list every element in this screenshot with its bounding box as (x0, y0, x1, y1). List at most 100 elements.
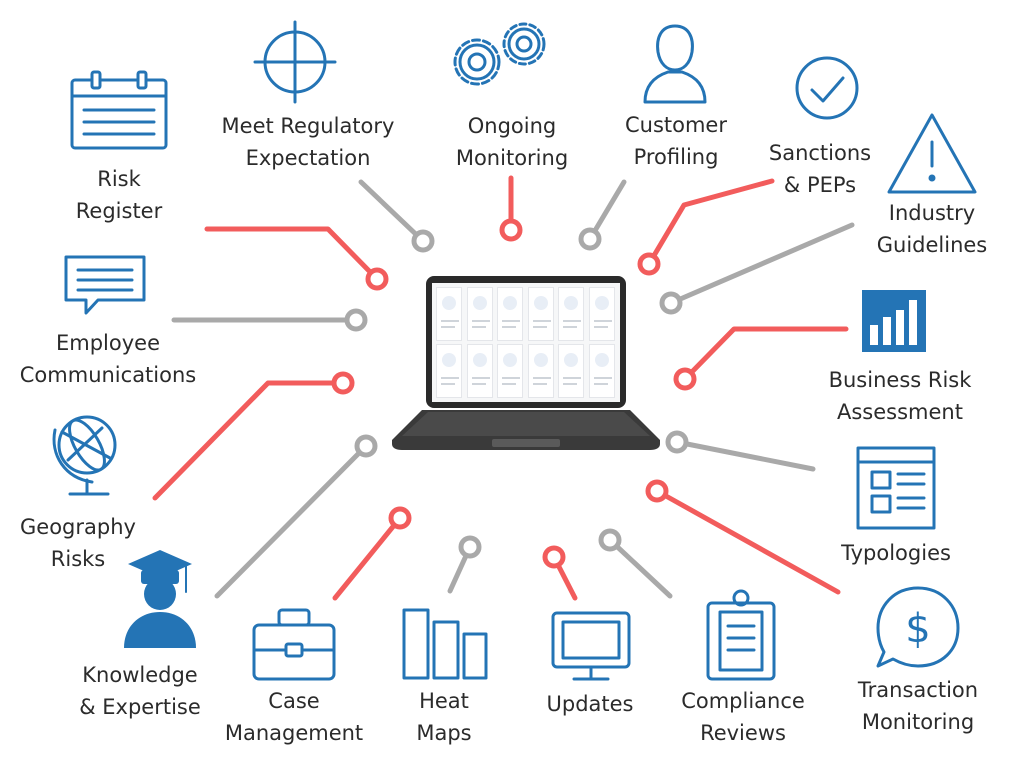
label-line: Compliance (681, 689, 805, 713)
connector-node (542, 545, 566, 569)
report-tile-caption (502, 320, 520, 322)
report-tile-caption (502, 383, 516, 385)
report-tile-caption (441, 383, 455, 385)
connector-line (332, 515, 403, 601)
connector-node (354, 434, 378, 458)
connector-line (646, 178, 775, 267)
report-tile (466, 344, 493, 398)
report-tile-icon (503, 296, 517, 310)
connector-compliance-reviews (598, 528, 673, 599)
label-compliance-reviews: Compliance Reviews (670, 685, 816, 749)
connector-line (607, 537, 673, 599)
user-icon (643, 24, 707, 104)
calendar-icon (70, 70, 168, 150)
connector-node (659, 291, 683, 315)
laptop-screen (426, 276, 626, 408)
connector-industry-guidelines (659, 222, 855, 315)
connector-node (665, 430, 689, 454)
label-line: Industry (888, 201, 976, 225)
connector-line (214, 443, 369, 599)
connector-line (668, 222, 855, 306)
connector-typologies (665, 430, 816, 472)
svg-text:$: $ (905, 606, 930, 652)
report-tile (527, 344, 554, 398)
report-tile-icon (472, 353, 487, 367)
report-tile (588, 344, 615, 398)
label-line: & Expertise (79, 695, 201, 719)
label-line: Profiling (633, 145, 719, 169)
label-geography-risks: Geography Risks (10, 511, 146, 575)
label-risk-register: Risk Register (64, 163, 174, 227)
laptop-base (392, 410, 660, 450)
briefcase-icon (252, 608, 336, 681)
connector-line (682, 326, 849, 382)
report-tile-caption (593, 377, 612, 379)
report-tile-caption (502, 377, 520, 379)
connector-node (637, 252, 661, 276)
label-line: Communications (19, 363, 197, 387)
globe-icon (52, 415, 117, 496)
label-line: Heat (419, 689, 469, 713)
report-grid (432, 283, 620, 402)
connector-case-management (332, 506, 412, 601)
report-tile (588, 287, 615, 341)
crosshair-icon (253, 20, 337, 104)
laptop-icon (392, 276, 660, 460)
label-line: Typologies (841, 541, 951, 565)
label-customer-profiling: Customer Profiling (612, 109, 740, 173)
connector-node (458, 535, 482, 559)
report-tile-icon (564, 353, 578, 367)
report-tile-icon (442, 353, 456, 367)
label-line: Sanctions (768, 141, 872, 165)
label-line: Assessment (837, 400, 963, 424)
label-line: Employee (55, 331, 160, 355)
connector-node (598, 528, 622, 552)
label-line: Guidelines (876, 233, 988, 257)
connector-node (411, 229, 435, 253)
connector-meet-regulatory (358, 179, 435, 253)
label-ongoing-monitoring: Ongoing Monitoring (440, 110, 584, 174)
check-circle-icon (795, 56, 859, 120)
connector-node (578, 227, 602, 251)
label-line: Monitoring (861, 710, 975, 734)
report-tile-icon (442, 296, 456, 310)
label-line: Business Risk (828, 368, 972, 392)
monitor-icon (551, 611, 631, 681)
label-line: Reviews (700, 721, 786, 745)
report-tile-icon (472, 296, 487, 310)
label-line: Register (75, 199, 163, 223)
report-tile (497, 287, 523, 341)
clipboard-icon (706, 589, 776, 681)
label-typologies: Typologies (828, 537, 964, 569)
connector-transaction-monitoring (645, 479, 841, 595)
report-tile (558, 287, 584, 341)
connector-line (358, 179, 426, 244)
connectors (152, 175, 855, 601)
connector-employee-communications (171, 308, 368, 332)
report-tile-caption (441, 320, 459, 322)
report-tile (527, 287, 554, 341)
report-tile-caption (471, 377, 490, 379)
report-tile-caption (593, 326, 608, 328)
report-tile-caption (471, 320, 490, 322)
label-updates: Updates (536, 688, 644, 720)
report-tile-icon (533, 353, 548, 367)
report-tile (558, 344, 584, 398)
connector-sanctions-peps (637, 178, 775, 276)
report-tile-caption (563, 377, 581, 379)
report-tile-caption (471, 383, 486, 385)
connector-line (654, 488, 841, 595)
connector-geography-risks (152, 371, 355, 501)
label-line: Meet Regulatory (221, 114, 395, 138)
report-tile-caption (532, 326, 547, 328)
connector-ongoing-monitoring (499, 175, 523, 242)
report-tile-caption (471, 326, 486, 328)
connector-node (388, 506, 412, 530)
chat-icon (64, 255, 146, 315)
dollar-chat-icon: $ (876, 586, 960, 668)
connector-node (499, 218, 523, 242)
report-tile-caption (563, 326, 577, 328)
label-business-risk-assessment: Business Risk Assessment (818, 364, 982, 428)
connector-knowledge-expertise (214, 434, 378, 599)
columns-icon (402, 608, 488, 680)
